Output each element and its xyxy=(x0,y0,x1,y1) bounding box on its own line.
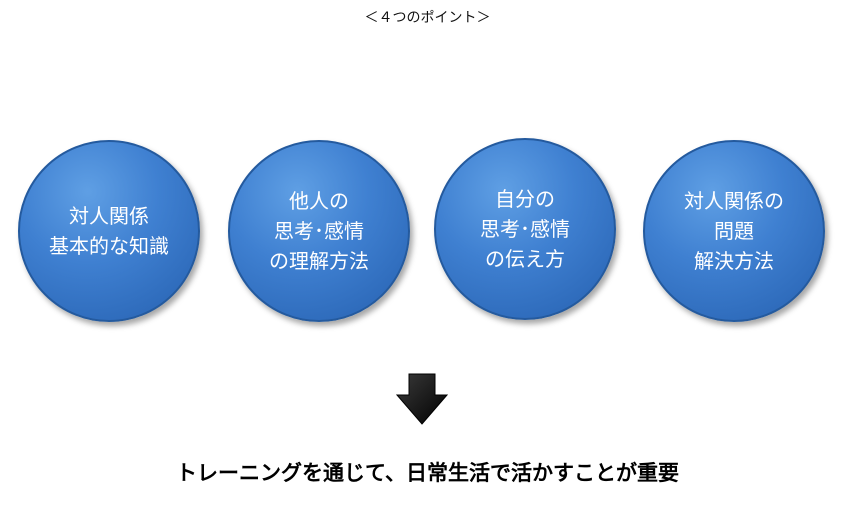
point-circle-line: 対人関係の xyxy=(684,189,784,213)
point-circle-label: 自分の 思考･感情 の伝え方 xyxy=(480,184,570,274)
conclusion-text: トレーニングを通じて、日常生活で活かすことが重要 xyxy=(176,461,679,485)
point-circle-line: 対人関係 xyxy=(69,204,149,228)
down-arrow-icon xyxy=(396,373,448,425)
point-circle-line: 思考･感情 xyxy=(274,219,364,243)
point-circle-understanding-others: 他人の 思考･感情 の理解方法 xyxy=(228,140,410,322)
page-title: ＜４つのポイント＞ xyxy=(364,10,491,26)
point-circle-line: 問題 xyxy=(714,219,754,243)
point-circle-problem-solving: 対人関係の 問題 解決方法 xyxy=(643,140,825,322)
point-circle-line: の理解方法 xyxy=(269,249,369,273)
point-circle-label: 対人関係 基本的な知識 xyxy=(49,201,169,261)
point-circle-interpersonal-basics: 対人関係 基本的な知識 xyxy=(18,140,200,322)
point-circle-line: 思考･感情 xyxy=(480,217,570,241)
point-circle-line: 他人の xyxy=(289,189,349,213)
point-circle-label: 他人の 思考･感情 の理解方法 xyxy=(269,186,369,276)
point-circle-line: 基本的な知識 xyxy=(49,234,169,258)
point-circle-label: 対人関係の 問題 解決方法 xyxy=(684,186,784,276)
point-circle-line: の伝え方 xyxy=(485,247,565,271)
point-circle-line: 解決方法 xyxy=(694,249,774,273)
point-circle-expressing-self: 自分の 思考･感情 の伝え方 xyxy=(434,138,616,320)
point-circle-line: 自分の xyxy=(495,187,555,211)
